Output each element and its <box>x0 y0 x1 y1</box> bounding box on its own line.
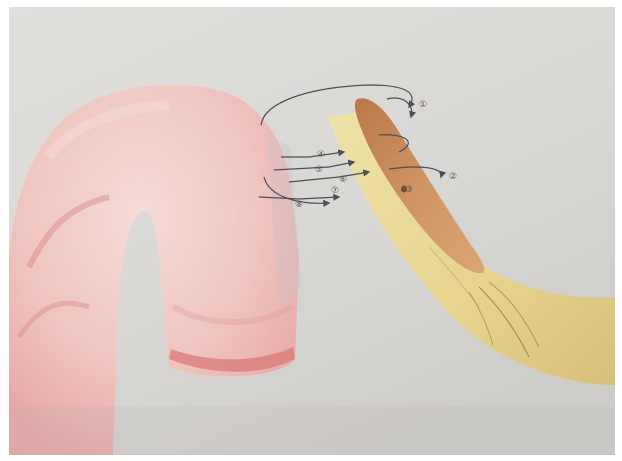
shadow-vignette <box>9 407 615 455</box>
annotation-label: ④ <box>317 150 325 160</box>
annotation-label: ⑧ <box>295 200 303 210</box>
annotation-label: ③ <box>405 185 413 195</box>
pencil-drawing-photo: ① ② ③ ④ ⑤ ⑥ ⑦ ⑧ <box>9 7 615 455</box>
annotation-label: ⑤ <box>315 165 323 175</box>
drawing-canvas: ① ② ③ ④ ⑤ ⑥ ⑦ ⑧ <box>9 7 615 455</box>
annotation-label: ⑥ <box>339 175 347 185</box>
annotation-label: ① <box>419 100 427 110</box>
annotation-label: ⑦ <box>331 186 339 196</box>
annotation-label: ② <box>449 172 457 182</box>
